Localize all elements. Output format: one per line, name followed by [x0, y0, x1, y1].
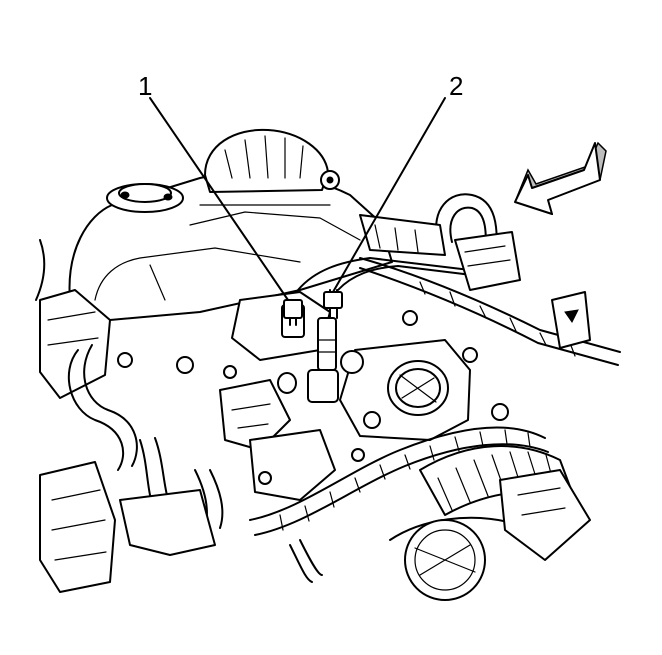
fuel-lines — [283, 257, 481, 326]
air-duct — [419, 445, 576, 516]
central-components — [219, 291, 339, 501]
oil-filler-cap — [106, 183, 184, 213]
left-valve-cover — [35, 239, 111, 399]
callout-leaders — [149, 97, 446, 301]
alternator — [204, 128, 340, 193]
lower-left-block — [39, 461, 216, 593]
view-direction-arrow — [514, 141, 607, 216]
wiring-harness-lower — [249, 426, 549, 583]
wiring-harness-right — [359, 257, 621, 366]
callout-label-2: 2 — [449, 71, 464, 101]
leader-1 — [149, 97, 289, 301]
callout-label-1: 1 — [138, 71, 153, 101]
lower-block — [389, 469, 591, 601]
leader-2 — [332, 97, 446, 293]
bolts — [117, 310, 509, 485]
right-hose-loop — [359, 193, 521, 291]
throttle-body — [339, 339, 471, 441]
